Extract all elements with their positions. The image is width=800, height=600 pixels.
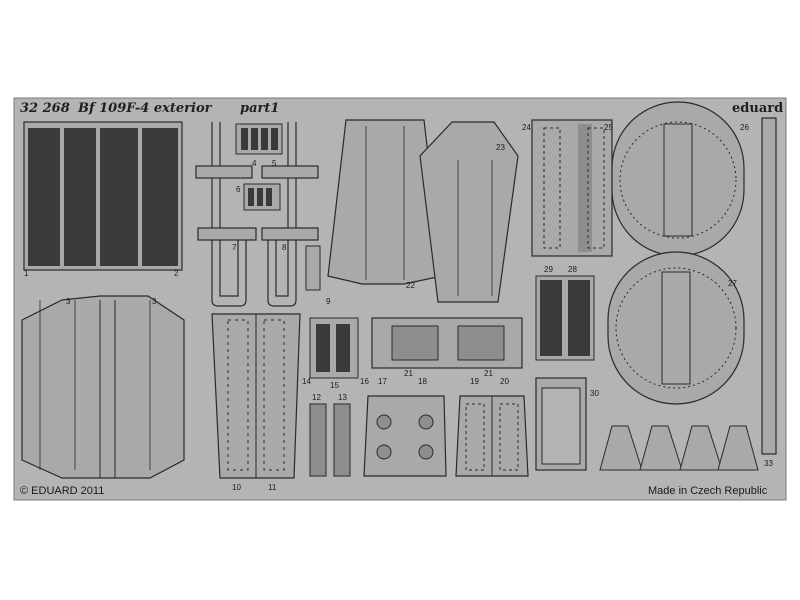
part-12-strip xyxy=(309,403,327,477)
part-label: 5 xyxy=(272,159,277,168)
part-21-bridge xyxy=(371,317,523,369)
part-23-tapered-cover xyxy=(419,121,519,303)
part-33-rod xyxy=(761,117,777,455)
part-14-15-16-grille xyxy=(309,317,359,379)
part-label: 30 xyxy=(590,389,599,398)
part-label: 9 xyxy=(326,297,331,306)
part-label: 28 xyxy=(568,265,577,274)
part-3-flap-panel xyxy=(21,295,185,479)
part-label: 33 xyxy=(764,459,773,468)
part-8-bracket xyxy=(261,122,319,307)
part-label: 17 xyxy=(378,377,387,386)
part-label: 3 xyxy=(66,297,71,306)
part-27-round-cover xyxy=(607,251,745,405)
part-label: 7 xyxy=(232,243,237,252)
part-label: 11 xyxy=(268,483,277,492)
part-label: 29 xyxy=(544,265,553,274)
copyright: © EDUARD 2011 xyxy=(20,485,104,497)
part-label: 23 xyxy=(496,143,505,152)
part-label: 19 xyxy=(470,377,479,386)
part-19-20-panel xyxy=(455,395,529,477)
part-17-18-panel xyxy=(363,395,447,477)
part-label: 1 xyxy=(24,269,29,278)
sheet-code: 32 268 xyxy=(20,101,70,116)
part-30-cover xyxy=(535,377,587,471)
part-24-25-vent-panel xyxy=(531,119,613,257)
part-label: 24 xyxy=(522,123,531,132)
part-1-radiator-grille xyxy=(23,121,183,271)
part-6-small-grille xyxy=(243,183,281,211)
part-10-11-vent-panel xyxy=(211,313,301,479)
part-label: 20 xyxy=(500,377,509,386)
part-label: 14 xyxy=(302,377,311,386)
part-label: 26 xyxy=(740,123,749,132)
bracket-parts-row xyxy=(599,425,759,471)
brand-logo: eduard xyxy=(732,101,783,116)
part-number-labels: 1 2 3 3 4 5 6 7 8 9 10 11 12 13 14 15 16… xyxy=(24,123,773,492)
part-label: 10 xyxy=(232,483,241,492)
part-label: 16 xyxy=(360,377,369,386)
sheet-title: Bf 109F-4 exterior xyxy=(77,101,213,116)
part-label: 3 xyxy=(152,297,157,306)
part-label: 25 xyxy=(604,123,613,132)
part-label: 4 xyxy=(252,159,257,168)
part-label: 21 xyxy=(404,369,413,378)
part-label: 22 xyxy=(406,281,415,290)
part-label: 2 xyxy=(174,269,179,278)
part-28-29-grille xyxy=(535,275,595,361)
part-label: 27 xyxy=(728,279,737,288)
sheet-part: part1 xyxy=(240,101,279,116)
part-13-strip xyxy=(333,403,351,477)
part-22-tapered-cover xyxy=(327,119,443,285)
part-label: 18 xyxy=(418,377,427,386)
part-label: 13 xyxy=(338,393,347,402)
part-7-bracket xyxy=(195,122,257,307)
part-label: 6 xyxy=(236,185,241,194)
part-4-5-small-grille xyxy=(235,123,283,155)
part-label: 21 xyxy=(484,369,493,378)
origin-label: Made in Czech Republic xyxy=(648,485,768,497)
part-9-strip xyxy=(305,245,321,291)
part-label: 12 xyxy=(312,393,321,402)
part-label: 15 xyxy=(330,381,339,390)
part-26-round-cover xyxy=(611,101,745,257)
part-label: 8 xyxy=(282,243,287,252)
